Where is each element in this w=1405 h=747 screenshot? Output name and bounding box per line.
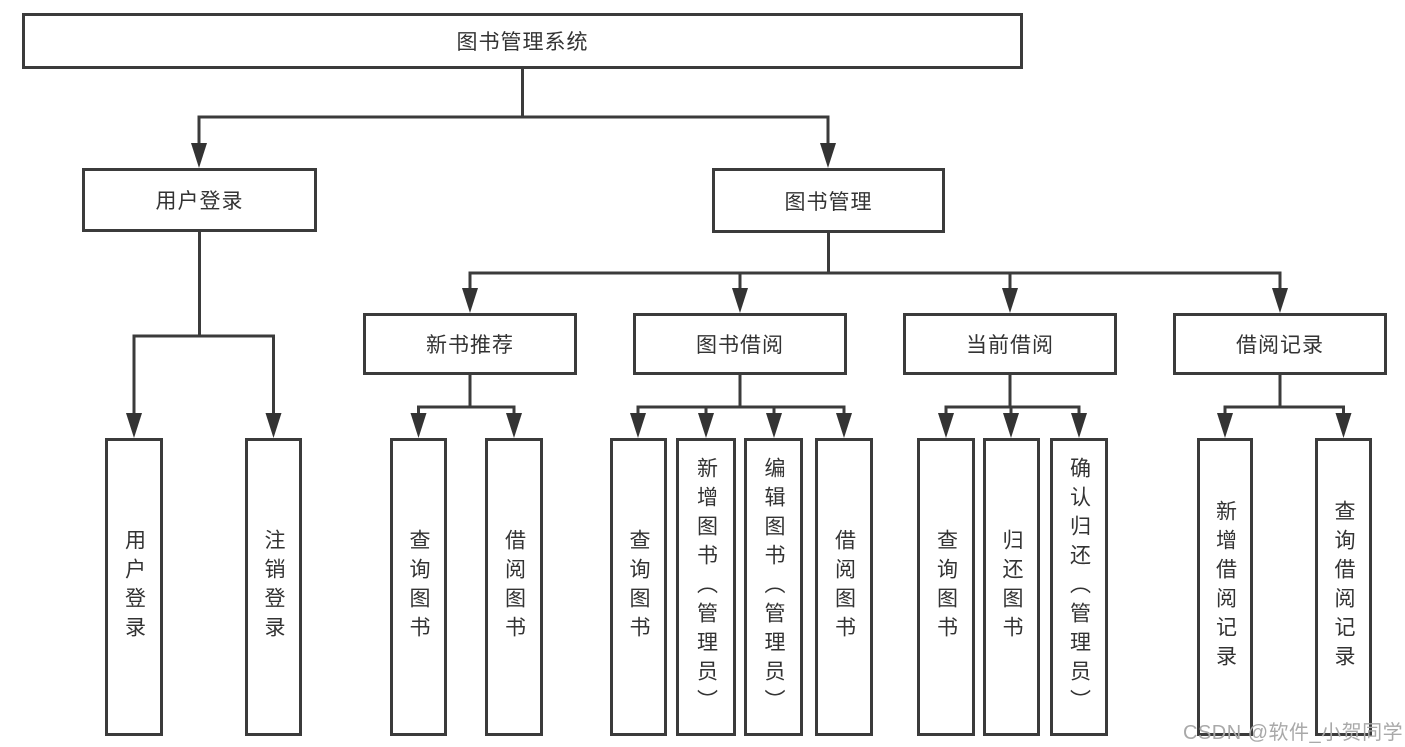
- node-current-borrow: 当前借阅: [903, 313, 1117, 375]
- arrowhead: [1272, 288, 1288, 313]
- node-new-book-recommend: 新书推荐: [363, 313, 577, 375]
- leaf-add-borrow-record: 新增借阅记录: [1197, 438, 1253, 736]
- connector-new-book-children: [417, 375, 516, 425]
- arrowhead: [766, 413, 782, 438]
- arrowhead: [938, 413, 954, 438]
- arrowhead: [506, 413, 522, 438]
- leaf-borrow-books-borrow: 借阅图书: [815, 438, 873, 736]
- arrowhead: [126, 413, 142, 438]
- arrowhead: [732, 288, 748, 313]
- leaf-return-book: 归还图书: [983, 438, 1040, 736]
- csdn-watermark: CSDN @软件_小贺同学: [1183, 722, 1404, 744]
- arrowhead: [1335, 413, 1352, 438]
- arrowhead: [630, 413, 646, 438]
- leaf-borrow-books-recommend: 借阅图书: [485, 438, 543, 736]
- arrowhead: [836, 413, 852, 438]
- leaf-query-books-current: 查询图书: [917, 438, 975, 736]
- arrowhead: [265, 413, 282, 438]
- node-borrow-record: 借阅记录: [1173, 313, 1387, 375]
- arrowhead: [462, 288, 478, 313]
- node-user-login: 用户登录: [82, 168, 317, 232]
- leaf-confirm-return-admin: 确认归还（管理员）: [1050, 438, 1108, 736]
- arrowhead: [1003, 413, 1019, 438]
- node-book-borrow: 图书借阅: [633, 313, 847, 375]
- connector-book-mgmt-children: [468, 233, 1282, 300]
- leaf-query-books-recommend: 查询图书: [390, 438, 447, 736]
- connector-root-to-level2: [197, 69, 830, 150]
- arrowhead: [191, 143, 207, 168]
- leaf-query-books-borrow: 查询图书: [610, 438, 667, 736]
- node-library-management-system: 图书管理系统: [22, 13, 1023, 69]
- arrowhead: [1217, 413, 1233, 438]
- node-book-management: 图书管理: [712, 168, 945, 233]
- arrowhead: [410, 413, 427, 438]
- connector-borrow-record-children: [1223, 375, 1345, 425]
- leaf-user-login: 用户登录: [105, 438, 163, 736]
- connector-book-borrow-children: [636, 375, 846, 425]
- arrowhead: [698, 413, 714, 438]
- leaf-logout-login: 注销登录: [245, 438, 302, 736]
- leaf-add-book-admin: 新增图书（管理员）: [676, 438, 736, 736]
- arrowhead: [1071, 413, 1087, 438]
- leaf-query-borrow-record: 查询借阅记录: [1315, 438, 1372, 736]
- connector-user-login-children: [132, 232, 275, 425]
- arrowhead: [820, 143, 836, 168]
- leaf-edit-book-admin: 编辑图书（管理员）: [744, 438, 803, 736]
- arrowhead: [1002, 288, 1018, 313]
